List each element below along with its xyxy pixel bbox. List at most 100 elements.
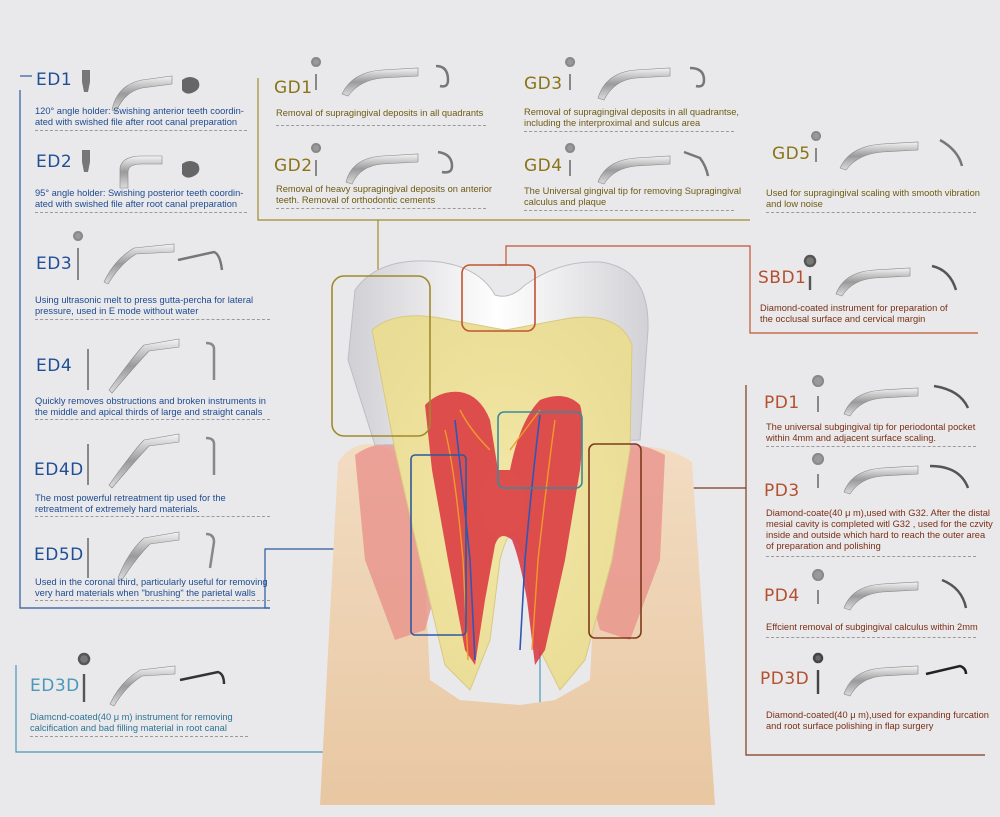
curved-tip-icon [683,150,710,177]
curved-tip-icon [689,66,706,88]
ed4-desc: Quickly removes obstructions and broken … [35,396,266,417]
curved-tip-icon [939,138,964,167]
sbd1-tools [803,254,958,297]
short-tip-icon [205,532,216,569]
long-tip-icon [109,665,176,707]
root-highlight-box [588,443,642,639]
angled-tip-icon [119,155,163,189]
ed3d-tools [77,652,226,707]
gd4-rule [524,210,734,211]
ed3-tools [73,231,224,285]
nerve-blue [454,414,541,661]
gd4-code: GD4 [524,156,563,176]
long-tip-icon [103,243,175,285]
gd3-rule [524,131,734,132]
tip-icon [311,143,322,176]
ed2-desc: 95° angle holder: Swishing posterior tee… [35,188,244,209]
pd1-code: PD1 [764,393,800,413]
curved-tip-icon [929,464,970,489]
long-tip-icon [843,387,919,417]
gd5-tools [811,131,964,171]
ed4d-code: ED4D [34,460,84,480]
long-tip-icon [341,67,419,97]
tip-icon [811,131,822,162]
tip-icon [565,143,576,176]
ed3-rule [35,319,270,320]
long-tip-icon [843,581,919,611]
side-tip-icon [925,664,968,676]
pd3d-desc: Diamond-coated(40 μ m),used for expandin… [766,710,989,731]
gd1-code: GD1 [274,78,313,98]
ed4d-desc: The most powerful retreatment tip used f… [35,493,226,514]
pd4-code: PD4 [764,586,800,606]
pd3d-code: PD3D [760,669,810,689]
long-tip-icon [597,67,671,101]
ed2-code: ED2 [36,152,73,172]
tip-icon [311,57,322,90]
tip-cap-icon [182,161,200,178]
long-tip-icon [835,267,911,297]
tip-cap-icon [182,77,200,94]
ed4-rule [35,419,270,420]
pd1-desc: The universal subgingival tip for period… [766,422,976,443]
gd3-code: GD3 [524,74,563,94]
tip-icon [565,57,576,90]
gd4-tools [565,143,710,185]
curved-tip-icon [933,384,970,409]
short-tip-icon [205,341,216,380]
canal-highlight-box [410,454,467,636]
endo-bracket-line [19,90,270,609]
general-bracket-line [257,78,750,221]
pd3-code: PD3 [764,481,800,501]
long-tip-icon [843,465,919,495]
pd4-tools [812,569,968,611]
long-tip-icon [839,141,919,171]
long-tip-icon [843,665,919,697]
ed3-code: ED3 [36,254,73,274]
long-tip-icon [345,153,419,185]
highlight-boxes [331,264,642,639]
ed2-rule [35,212,247,213]
ed4-tools [87,338,216,394]
ed4d-rule [35,516,270,517]
gd2-tools [311,143,454,185]
pd3d-tools [812,652,968,697]
long-tip-icon [597,155,671,185]
diamond-tip-icon [812,652,824,694]
pd4-rule [766,637,976,638]
gd4-desc: The Universal gingival tip for removing … [524,186,742,207]
pd3-rule [766,556,976,557]
ed3d-code: ED3D [30,676,80,696]
long-tip-icon [117,531,180,581]
ed4-code: ED4 [36,356,73,376]
gd5-desc: Used for supragingival scaling with smoo… [766,188,980,209]
sbd1-desc: Diamond-coated instrument for preparatio… [760,303,948,324]
perio-bracket-line [745,385,985,756]
curved-tip-icon [435,64,450,88]
sbd1-code: SBD1 [758,268,807,288]
ed3-desc: Using ultrasonic melt to press gutta-per… [35,295,254,316]
side-tip-icon [177,250,224,271]
ed5d-tools [87,531,216,581]
occlusal-highlight-box [461,264,536,332]
nerve-orange [444,409,556,661]
gd1-tools [311,57,450,97]
ed1-rule [35,130,247,131]
diamond-tip-icon [77,652,91,702]
ed5d-code: ED5D [34,545,84,565]
long-tip-icon [108,433,180,489]
tooth-illustration [320,260,715,805]
gd5-code: GD5 [772,144,811,164]
ball-tip-icon [812,453,825,488]
ed1-desc: 120° angle holder: Swishing anterior tee… [35,106,244,127]
ed5d-desc: Used in the coronal third, particularly … [35,577,268,598]
curved-tip-icon [931,264,958,291]
angled-tip-icon [111,75,173,113]
gd3-desc: Removal of supragingival deposits in all… [524,107,739,128]
crown-highlight-box [331,275,431,437]
curved-tip-icon [941,578,968,609]
gd2-code: GD2 [274,156,313,176]
diamond-tip-icon [803,254,817,290]
pd1-tools [812,375,970,417]
tip-icon [73,231,84,280]
